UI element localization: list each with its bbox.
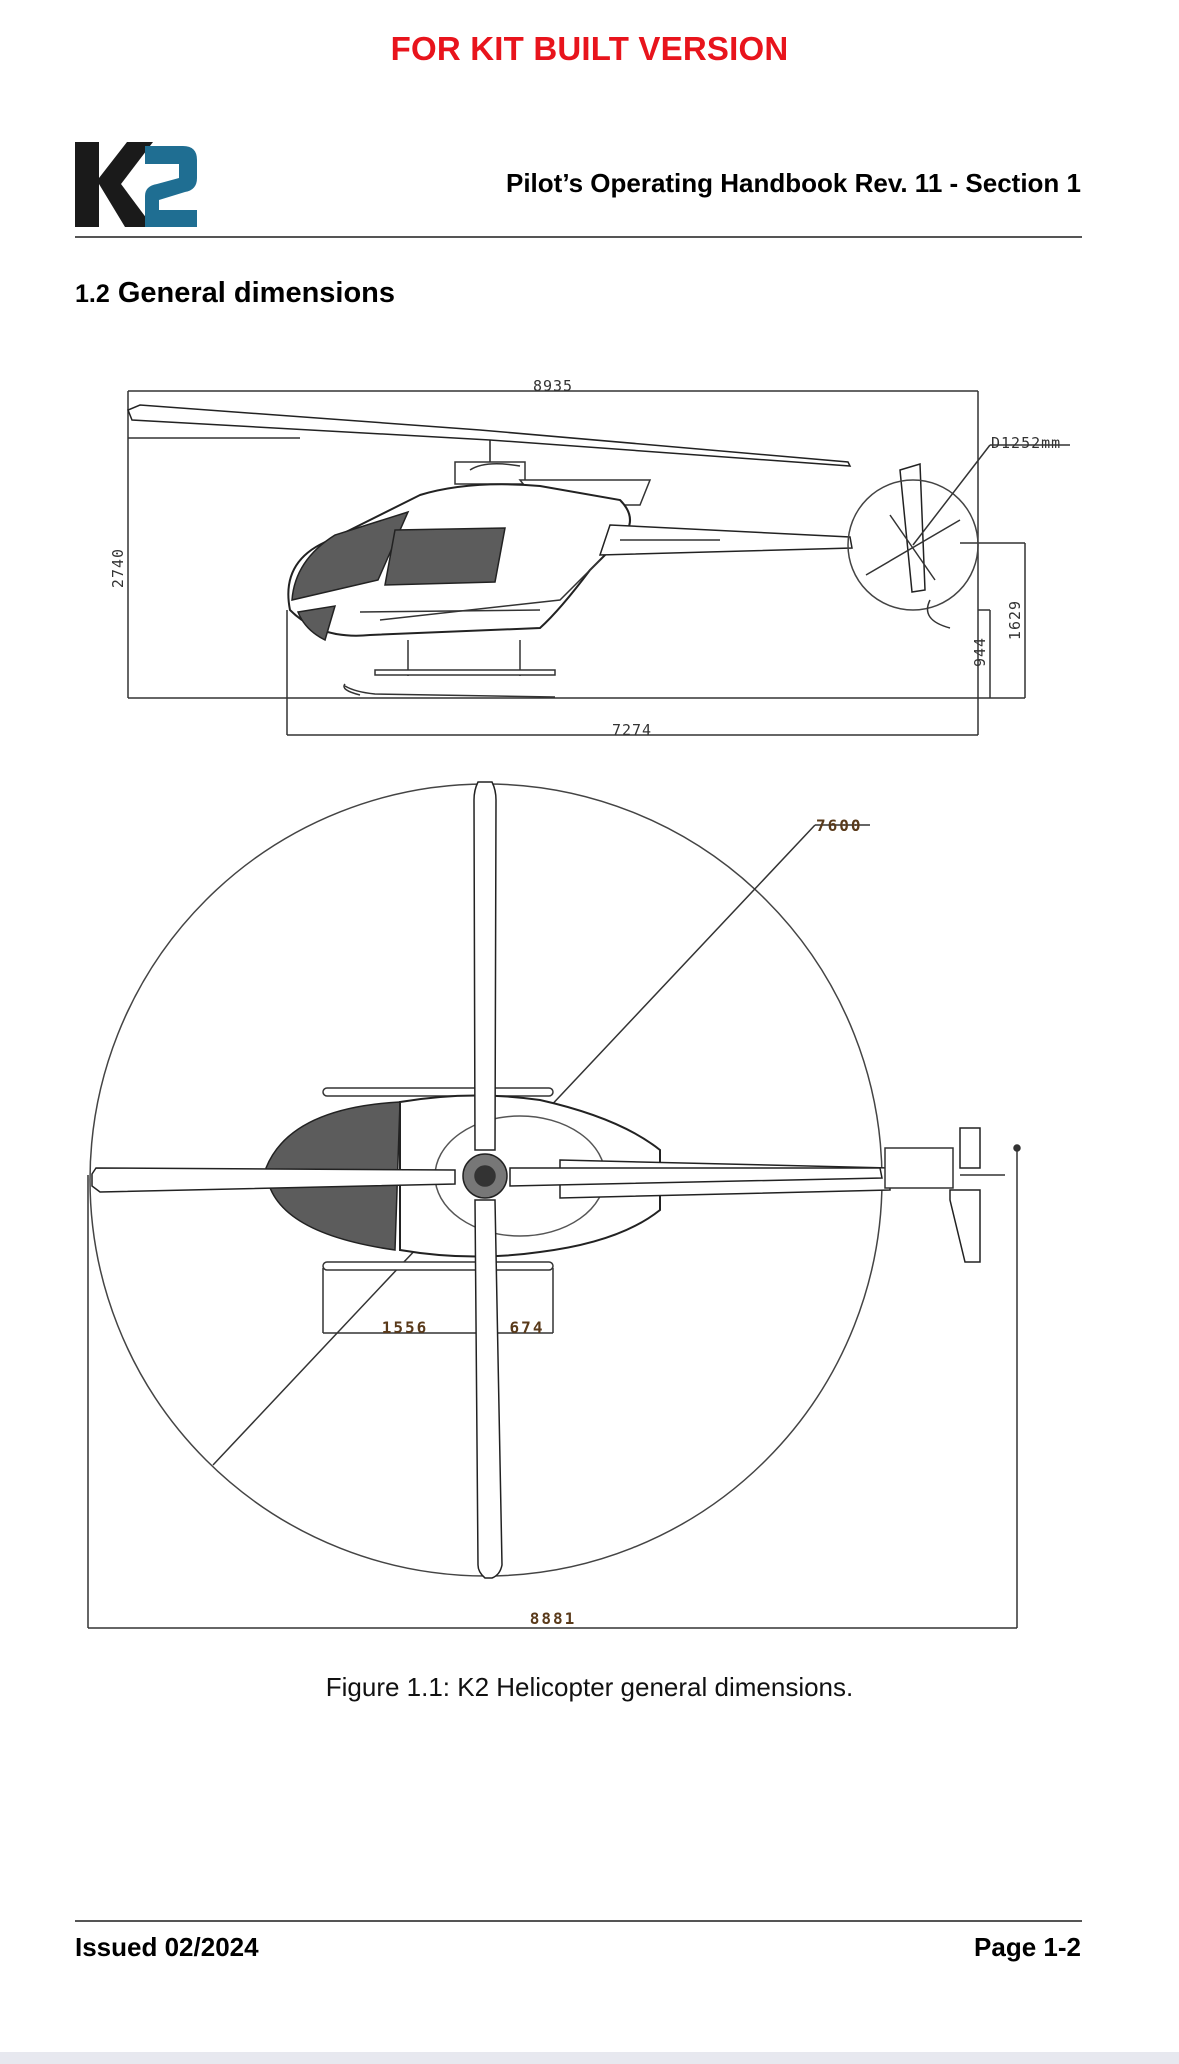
viewer-bottom-strip (0, 2052, 1179, 2064)
top-skid-upper (322, 1087, 554, 1097)
top-skid-lower (322, 1261, 554, 1271)
top-tail-fin (959, 1127, 981, 1169)
top-blade-north (473, 781, 497, 1151)
dim-tail-height: 1629 (1006, 600, 1024, 640)
side-tail-rotor-disc (847, 479, 979, 611)
header-divider (75, 236, 1082, 238)
dim-fuselage-length: 7274 (612, 721, 652, 739)
k2-logo (75, 142, 197, 227)
top-blade-west (91, 1167, 456, 1193)
handbook-header-title: Pilot’s Operating Handbook Rev. 11 - Sec… (505, 168, 1081, 198)
issued-date: Issued 02/2024 (75, 1932, 259, 1962)
dim-height: 2740 (109, 548, 127, 588)
logo-letter-k (75, 142, 153, 227)
dim-skid-front: 1556 (382, 1318, 429, 1337)
dim-tail-rotor-diameter: D1252mm (991, 434, 1061, 452)
dimension-drawing: 8935 D1252mm 2740 1629 944 7274 (87, 377, 1070, 1629)
figure-caption: Figure 1.1: K2 Helicopter general dimens… (325, 1672, 854, 1702)
side-tail-boom (598, 524, 853, 556)
page-number: Page 1-2 (974, 1932, 1081, 1962)
dim-plan-length: 8881 (530, 1609, 577, 1628)
footer-divider (75, 1920, 1082, 1922)
side-tail-fin (899, 463, 926, 593)
side-view (127, 390, 1070, 736)
dim-overall-length: 8935 (533, 377, 573, 395)
top-view (87, 781, 1021, 1629)
top-blade-south (474, 1199, 503, 1579)
section-title: General dimensions (117, 277, 396, 309)
section-heading: 1.2 General dimensions (75, 277, 395, 310)
dim-tail-offset: 944 (971, 637, 989, 667)
top-blade-east (509, 1167, 883, 1187)
dim-skid-rear: 674 (510, 1318, 545, 1337)
side-main-rotor-blade (127, 404, 852, 467)
logo-digit-two (145, 146, 197, 227)
kit-built-banner: FOR KIT BUILT VERSION (390, 30, 789, 67)
dim-rotor-diameter: 7600 (816, 816, 863, 835)
section-number: 1.2 (75, 280, 110, 308)
side-skid (374, 669, 556, 676)
